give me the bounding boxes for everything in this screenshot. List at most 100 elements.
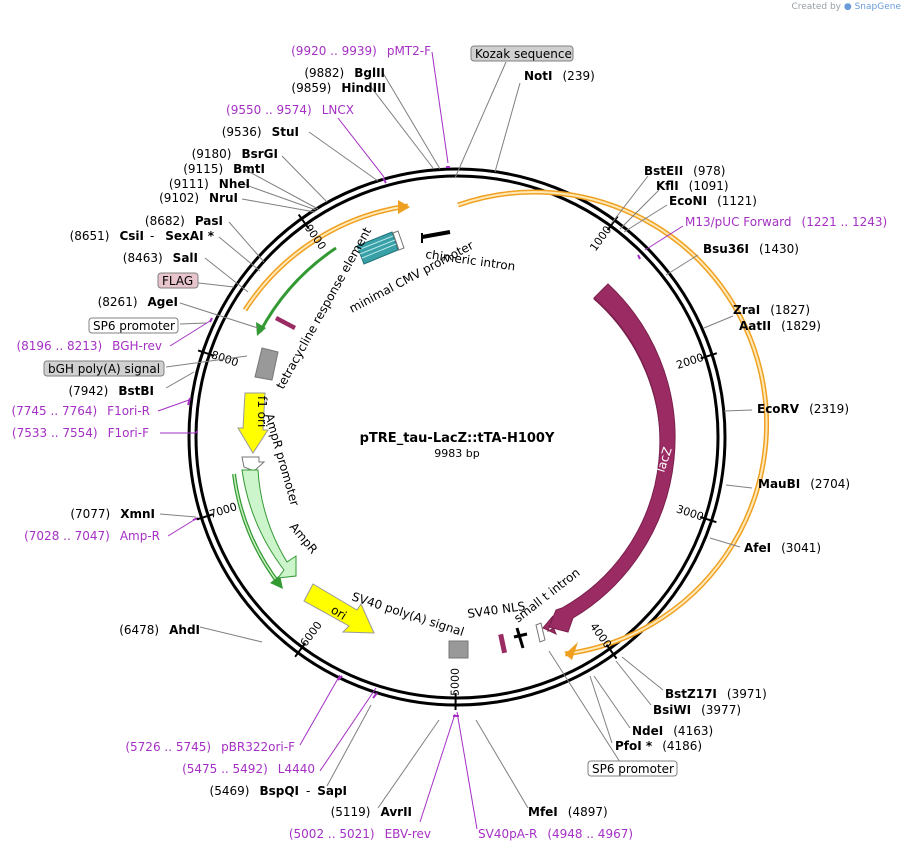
site-label-pfoi: PfoI *(4186) xyxy=(615,739,702,753)
site-label-lncx: (9550 .. 9574)LNCX xyxy=(226,103,354,117)
site-label-sali: (8463)SalI xyxy=(123,251,198,265)
site-name: AvrII xyxy=(380,805,412,819)
feature-sv40nls xyxy=(498,633,508,654)
site-label-kfli: KflI(1091) xyxy=(656,179,729,193)
site-label-bsu36i: Bsu36I (1430) xyxy=(703,242,799,256)
site-name: KflI xyxy=(656,179,679,193)
feature-ampr xyxy=(241,469,297,579)
tick-label: 4000 xyxy=(587,620,614,650)
site-position: (8651) xyxy=(70,229,110,243)
site-label-sapi: SapI xyxy=(317,784,347,798)
plasmid-size: 9983 bp xyxy=(434,447,479,460)
site-name: BGH-rev xyxy=(112,339,162,353)
site-position: (3977) xyxy=(701,703,741,717)
site-label-pasi: (8682) PasI xyxy=(145,214,223,228)
site-position: (4948 .. 4967) xyxy=(547,827,633,841)
site-name: NheI xyxy=(219,177,250,191)
site-name: M13/pUC Forward xyxy=(685,215,792,229)
site-position: (239) xyxy=(563,69,595,83)
site-position: (9882) xyxy=(304,66,344,80)
snapgene-logo: ● SnapGene xyxy=(843,2,901,12)
tick-mark xyxy=(197,349,215,357)
site-label-stui: (9536)StuI xyxy=(222,125,299,139)
site-name: SexAI * xyxy=(165,229,214,243)
site-name: NruI xyxy=(209,191,238,205)
site-label-ecorv: EcoRV(2319) xyxy=(757,402,849,416)
site-name: BspQI xyxy=(259,784,299,798)
site-label-sv40pa-r: SV40pA-R(4948 .. 4967) xyxy=(478,827,633,841)
site-name: NdeI xyxy=(632,724,663,738)
site-position: (1829) xyxy=(781,319,821,333)
site-position: (9920 .. 9939) xyxy=(291,44,377,58)
feature-chimeric xyxy=(421,230,451,239)
feature-mincmv xyxy=(392,230,405,251)
site-label-xmni: (7077) XmnI xyxy=(70,507,155,521)
site-label-nrui: (9102) NruI xyxy=(159,191,238,205)
site-position: (1827) xyxy=(770,303,810,317)
site-label-avrii: (5119)AvrII xyxy=(331,805,412,819)
boxed-label-kozak xyxy=(470,45,574,62)
boxed-label-flag xyxy=(157,272,199,289)
site-name: AgeI xyxy=(148,295,178,309)
boxed-label-text: Kozak sequence xyxy=(475,47,572,61)
site-position: (8463) xyxy=(123,251,163,265)
site-position: (8196 .. 8213) xyxy=(16,339,102,353)
site-label-f1ori-r: (7745 .. 7764)F1ori-R xyxy=(11,404,150,418)
site-label-maubi: MauBI(2704) xyxy=(758,477,850,491)
site-name: XmnI xyxy=(120,507,155,521)
tick-mark xyxy=(700,352,718,360)
tick-mark xyxy=(699,515,717,524)
tick-mark xyxy=(297,214,310,230)
feature-amprpromoter-label: AmpR promoter xyxy=(262,412,302,508)
site-labels: NotI (239) BstEII (978)KflI(1091)EcoNI(1121… xyxy=(11,44,887,841)
feature-bgh xyxy=(254,347,279,381)
site-label-bspqi: (5469)BspQI xyxy=(210,784,299,798)
tick-mark xyxy=(294,642,307,658)
site-name: pBR322ori-F xyxy=(221,740,295,754)
feature-f1ori xyxy=(237,392,269,454)
site-name: AhdI xyxy=(169,623,200,637)
site-position: (5002 .. 5021) xyxy=(289,827,375,841)
site-position: (9180) xyxy=(192,147,232,161)
site-name: ZraI xyxy=(733,303,760,317)
site-label-nhei: (9111) NheI xyxy=(169,177,250,191)
site-position: (4163) xyxy=(673,724,713,738)
feature-flag xyxy=(275,316,296,330)
site-position: (7077) xyxy=(70,507,110,521)
site-position: (9102) xyxy=(159,191,199,205)
site-label-bmti: (9115)BmtI xyxy=(183,162,265,176)
feature-ori xyxy=(303,583,375,634)
site-name: SapI xyxy=(317,784,347,798)
site-position: (9111) xyxy=(169,177,209,191)
site-name: BstEII xyxy=(644,164,683,178)
site-name: CsiI xyxy=(119,229,144,243)
site-label-econi: EcoNI(1121) xyxy=(669,194,757,208)
site-position: (5726 .. 5745) xyxy=(125,740,211,754)
site-name: BstBI xyxy=(118,384,154,398)
site-position: (8682) xyxy=(145,214,185,228)
site-position: (978) xyxy=(693,164,725,178)
site-position: (1221 .. 1243) xyxy=(802,215,888,229)
tick-label: 3000 xyxy=(675,502,706,523)
separator-dash: - xyxy=(150,229,154,243)
site-name: Amp-R xyxy=(120,529,160,543)
site-position: (1430) xyxy=(759,242,799,256)
tick-label: 2000 xyxy=(675,351,706,372)
separator-dash: - xyxy=(306,784,310,798)
site-name: Bsu36I xyxy=(703,242,749,256)
site-label-l4440: (5475 .. 5492)L4440 xyxy=(182,762,315,776)
site-name: PasI xyxy=(195,214,223,228)
site-name: F1ori-R xyxy=(107,404,150,418)
site-name: NotI xyxy=(524,69,553,83)
tick-mark xyxy=(605,644,618,660)
site-label-bsiwi: BsiWI(3977) xyxy=(653,703,741,717)
site-name: MauBI xyxy=(758,477,800,491)
orf-lacz-arrow xyxy=(565,642,578,660)
tick-mark xyxy=(606,215,619,231)
boxed-label-text: SP6 promoter xyxy=(93,319,175,333)
site-label-bstbi: (7942)BstBI xyxy=(68,384,154,398)
site-label-pmt2-f: (9920 .. 9939)pMT2-F xyxy=(291,44,431,58)
site-name: MfeI xyxy=(528,805,558,819)
site-name: BstZ17I xyxy=(665,687,717,701)
